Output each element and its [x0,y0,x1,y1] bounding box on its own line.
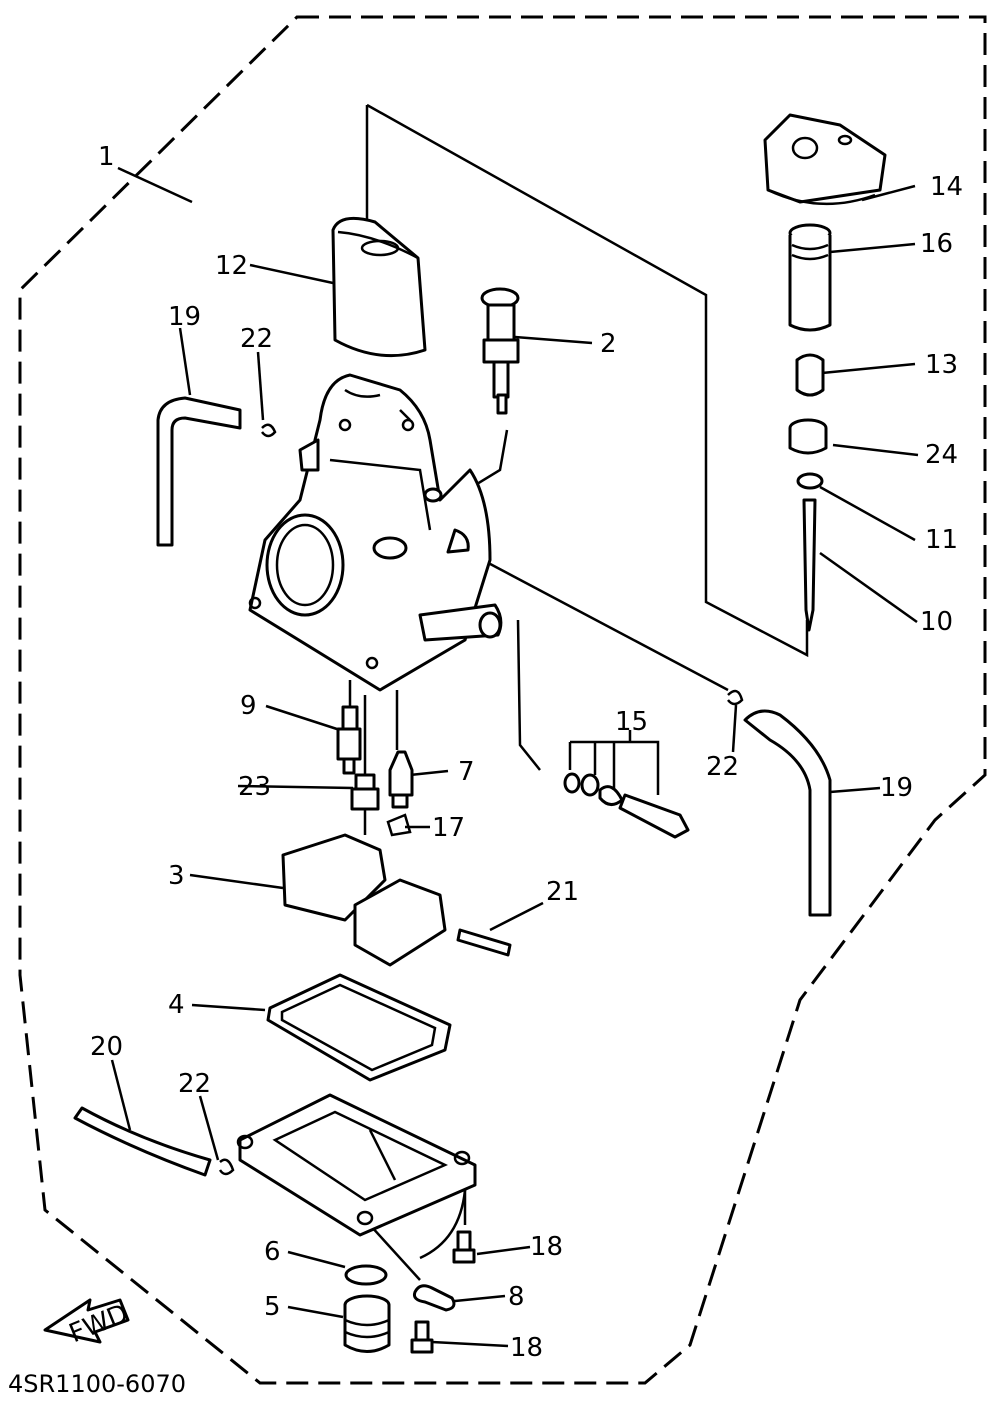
needle-holder-13 [795,353,825,397]
screw-18-lower [410,1320,434,1354]
clamp-22-top [261,423,277,438]
callout-22-mid: 22 [706,752,739,782]
callout-18-lower: 18 [510,1333,543,1363]
float-bowl [236,1093,477,1260]
callout-13: 13 [925,350,958,380]
callout-5: 5 [264,1292,281,1322]
clip-17 [386,813,412,837]
assembly-boundary [18,15,987,1385]
starter-plunger [480,287,520,415]
needle-clip [796,472,824,490]
callout-7: 7 [458,757,475,787]
main-jet [350,773,380,811]
callout-20: 20 [90,1032,123,1062]
fwd-arrow-icon: FWD [43,1298,132,1349]
clamp-22-bottom [218,1158,235,1176]
jet-needle [802,498,817,632]
hose-20 [73,1106,212,1177]
callout-22-bottom: 22 [178,1069,211,1099]
callout-12: 12 [215,251,248,281]
float-pin [456,928,512,957]
callout-6: 6 [264,1237,281,1267]
callout-2: 2 [600,329,617,359]
drain-plug [343,1294,391,1353]
needle-holder-16 [788,223,832,332]
callout-10: 10 [920,607,953,637]
screw-18-upper [452,1230,476,1264]
clamp-22-mid [727,689,744,706]
callout-23: 23 [238,772,271,802]
callout-11: 11 [925,525,958,555]
callout-1: 1 [98,142,115,172]
callout-21: 21 [546,877,579,907]
callout-14: 14 [930,172,963,202]
callout-19-right: 19 [880,773,913,803]
needle-seat-24 [788,418,828,455]
top-cover [763,113,887,206]
air-screw-set [563,772,690,839]
washer-8 [413,1284,456,1312]
pilot-jet [336,705,362,775]
float-bowl-gasket [266,973,452,1082]
carburetor-body [248,373,503,692]
float [281,833,447,967]
callout-3: 3 [168,861,185,891]
needle-valve [388,750,414,809]
callout-labels: 1 12 19 22 2 14 16 13 24 11 10 9 15 22 2… [90,142,963,1363]
callout-15: 15 [615,707,648,737]
callout-17: 17 [432,813,465,843]
diagram-code: 4SR1100-6070 [8,1370,186,1398]
callout-19-left: 19 [168,302,201,332]
callout-4: 4 [168,990,185,1020]
hose-19-left [156,396,242,547]
callout-9: 9 [240,691,257,721]
callout-22-top: 22 [240,324,273,354]
callout-8: 8 [508,1282,525,1312]
hose-19-right [743,709,832,917]
throttle-slide [331,216,427,358]
callout-24: 24 [925,440,958,470]
callout-18-upper: 18 [530,1232,563,1262]
o-ring-6 [344,1264,388,1286]
callout-16: 16 [920,229,953,259]
